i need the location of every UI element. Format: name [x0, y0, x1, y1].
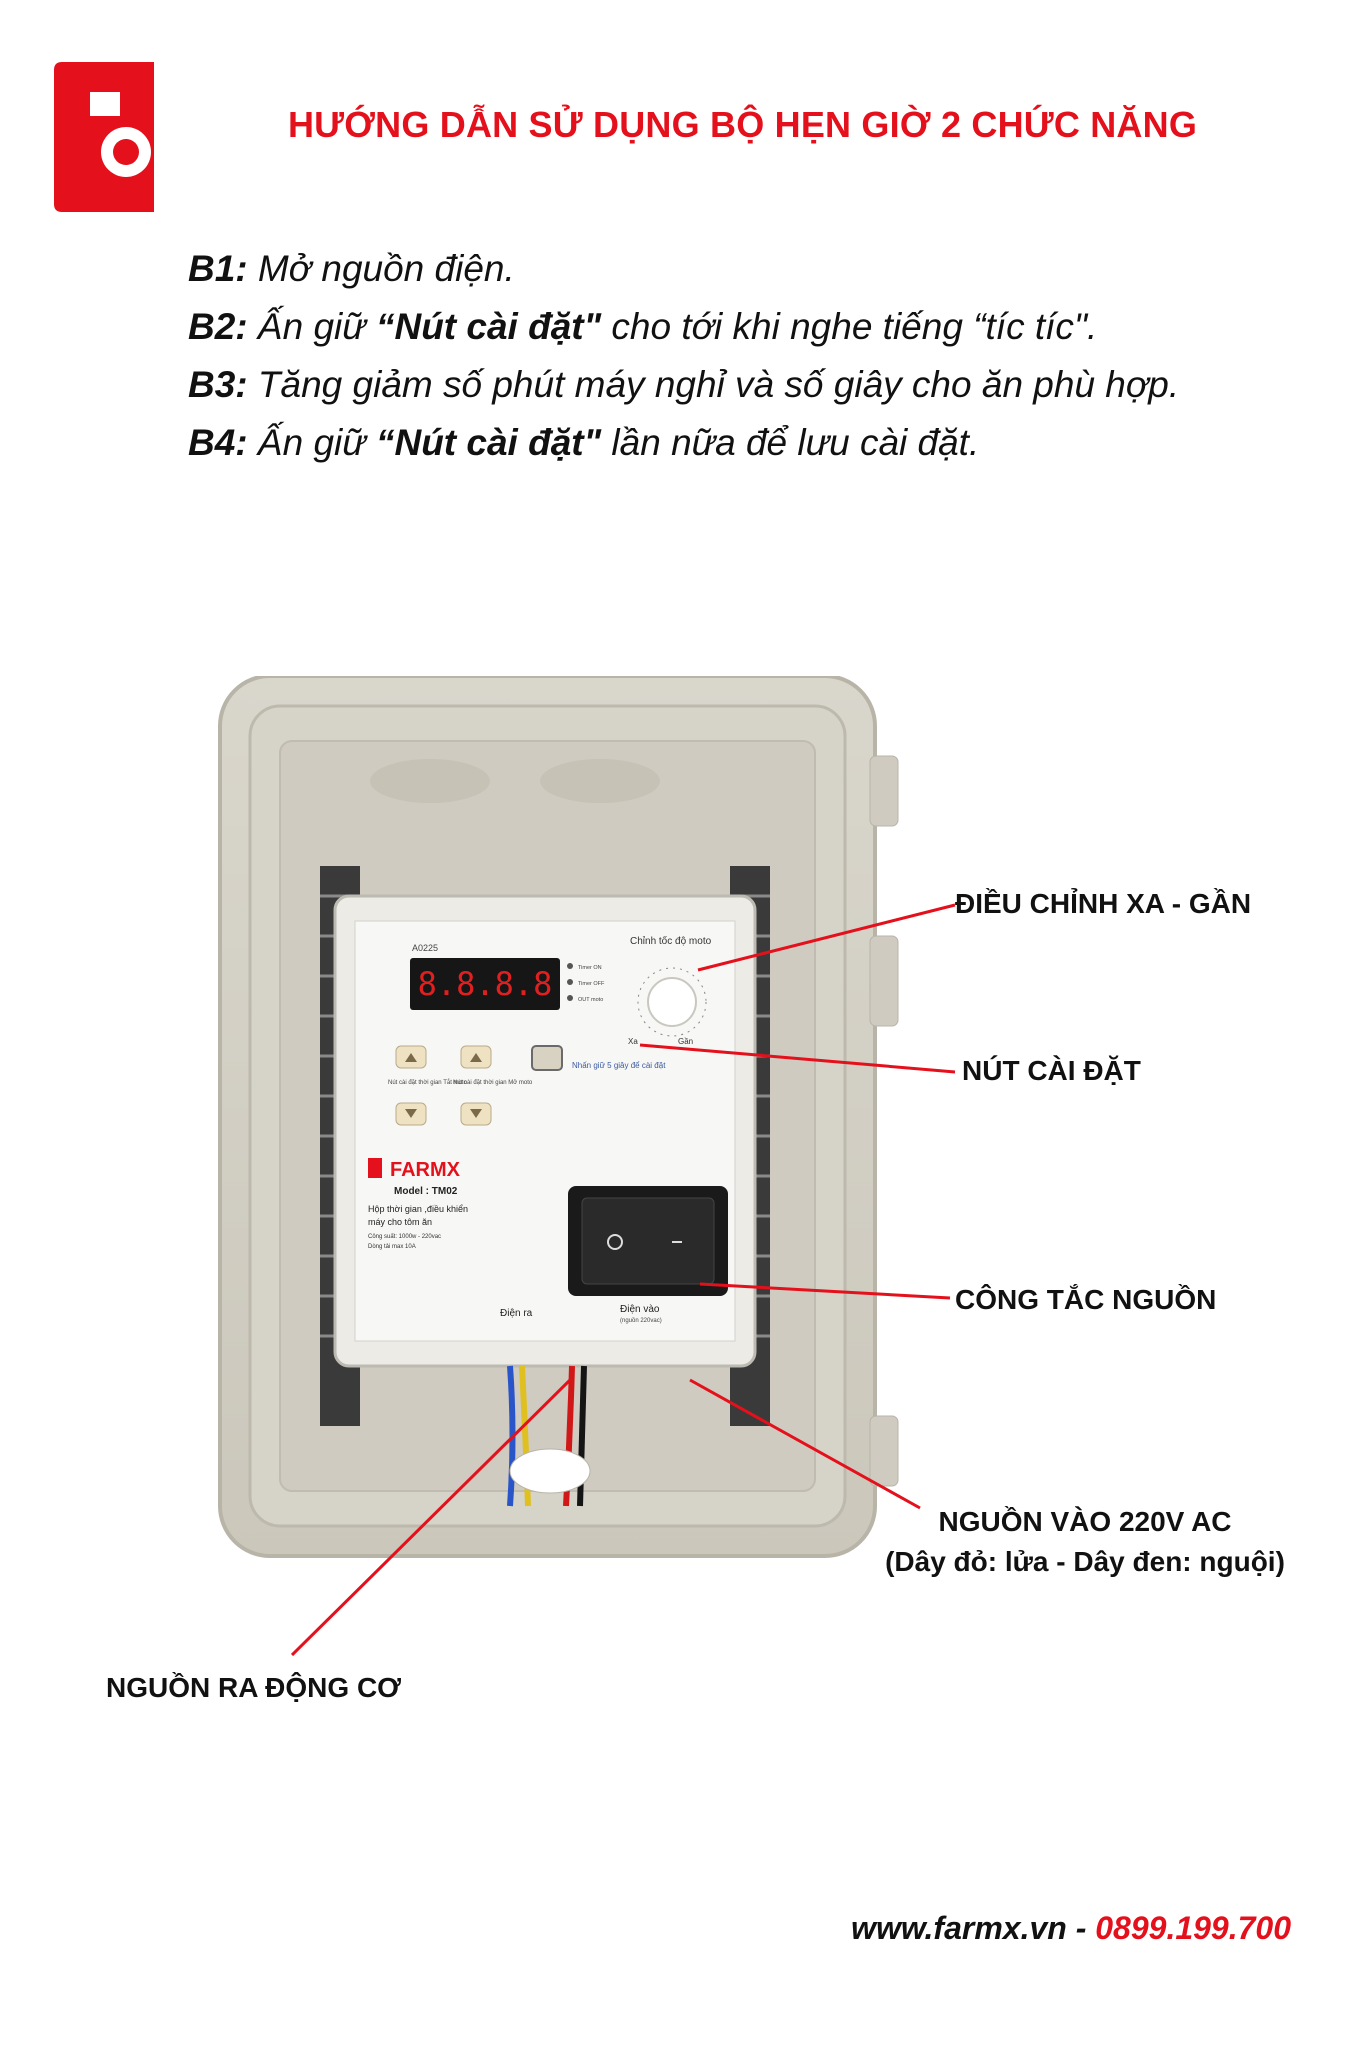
svg-text:máy cho tôm ăn: máy cho tôm ăn [368, 1217, 432, 1227]
step-3: B3: Tăng giảm số phút máy nghỉ và số giâ… [188, 364, 1180, 405]
svg-text:Gần: Gần [678, 1037, 693, 1046]
step-label: B1: [188, 248, 248, 289]
svg-text:Chỉnh tốc độ moto: Chỉnh tốc độ moto [630, 935, 712, 947]
phone-number[interactable]: 0899.199.700 [1095, 1910, 1291, 1946]
svg-text:Timer OFF: Timer OFF [578, 981, 605, 987]
step-label: B2: [188, 306, 248, 347]
step-label: B3: [188, 364, 248, 405]
svg-text:A0225: A0225 [412, 943, 438, 953]
callout-power-switch: CÔNG TẮC NGUỒN [955, 1284, 1217, 1315]
svg-text:Xa: Xa [628, 1037, 638, 1046]
svg-text:Điện vào: Điện vào [620, 1304, 660, 1315]
svg-text:FARMX: FARMX [390, 1159, 461, 1181]
callout-setting-button: NÚT CÀI ĐẶT [962, 1055, 1141, 1086]
svg-text:Model : TM02: Model : TM02 [394, 1186, 458, 1197]
step-2: B2: Ấn giữ “Nút cài đặt" cho tới khi ngh… [188, 306, 1098, 347]
svg-text:Điện ra: Điện ra [500, 1308, 533, 1319]
svg-text:Nút cài đặt thời gian Tắt moto: Nút cài đặt thời gian Tắt moto [388, 1079, 468, 1086]
svg-text:OUT moto: OUT moto [578, 997, 603, 1003]
page-title: HƯỚNG DẪN SỬ DỤNG BỘ HẸN GIỜ 2 CHỨC NĂNG [287, 104, 1198, 145]
svg-text:Dòng tải max 10A: Dòng tải max 10A [368, 1244, 416, 1250]
callout-motor-output: NGUỒN RA ĐỘNG CƠ [106, 1672, 402, 1703]
svg-text:Nút cài đặt thời gian Mở moto: Nút cài đặt thời gian Mở moto [453, 1079, 533, 1086]
instruction-steps: B1: Mở nguồn điện. B2: Ấn giữ “Nút cài đ… [188, 240, 1308, 472]
svg-text:Hộp thời gian ,điều khiển: Hộp thời gian ,điều khiển [368, 1204, 468, 1214]
step-4: B4: Ấn giữ “Nút cài đặt" lần nữa để lưu … [188, 422, 980, 463]
brand-logo [54, 62, 154, 212]
website-link[interactable]: www.farmx.vn - [851, 1910, 1096, 1946]
svg-text:8.8.8.8: 8.8.8.8 [418, 965, 553, 1003]
svg-text:(nguồn 220vac): (nguồn 220vac) [620, 1318, 662, 1324]
callout-power-input: NGUỒN VÀO 220V AC (Dây đỏ: lửa - Dây đen… [885, 1506, 1285, 1577]
svg-text:Timer ON: Timer ON [578, 965, 602, 971]
svg-text:Nhấn giữ 5 giây để cài đặt: Nhấn giữ 5 giây để cài đặt [572, 1061, 666, 1070]
svg-text:Công suất: 1000w - 220vac: Công suất: 1000w - 220vac [368, 1234, 441, 1240]
step-label: B4: [188, 422, 248, 463]
footer-contact: www.farmx.vn - 0899.199.700 [851, 1910, 1291, 1947]
timer-box-photo: 8.8.8.8 A0225 Chỉnh tốc độ moto Timer ON… [218, 676, 899, 1558]
step-1: B1: Mở nguồn điện. [188, 248, 515, 289]
callout-distance: ĐIỀU CHỈNH XA - GẦN [955, 888, 1252, 919]
